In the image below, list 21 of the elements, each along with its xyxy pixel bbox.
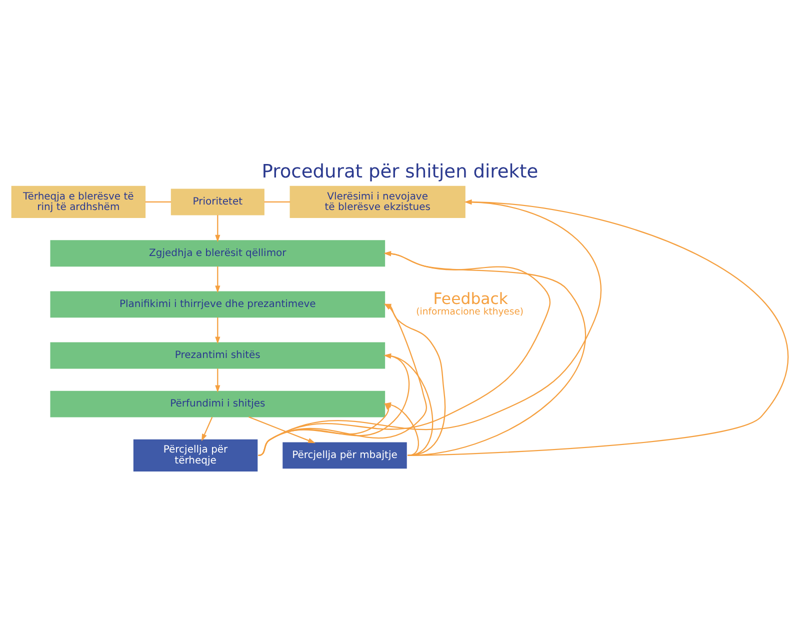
arrow (258, 251, 550, 456)
node-box: Përcjellja për mbajtje (282, 442, 407, 469)
label: (informacione kthyese) (416, 306, 524, 318)
arrow (202, 416, 213, 442)
arrow (215, 317, 220, 344)
arrow (248, 416, 316, 444)
arrow (215, 266, 220, 293)
connector (264, 201, 290, 203)
node-box: Tërheqja e blerësve të rinj të ardhshëm (11, 186, 146, 218)
node-box: Përcjellja për tërheqje (133, 439, 258, 472)
node-box: Përfundimi i shitjes (50, 390, 386, 418)
connector (145, 201, 172, 203)
diagram-title: Procedurat për shitjen direkte (262, 162, 538, 183)
node-box: Zgjedhja e blerësit qëllimor (50, 240, 386, 267)
node-box: Vlerësimi i nevojave të blerësve ekzistues (290, 186, 466, 218)
node-box: Planifikimi i thirrjeve dhe prezantimeve (50, 291, 386, 318)
node-box: Prioritetet (170, 188, 264, 216)
arrow (215, 215, 220, 242)
label: Feedback (433, 288, 508, 308)
arrow (215, 368, 220, 393)
node-box: Prezantimi shitës (50, 342, 386, 369)
